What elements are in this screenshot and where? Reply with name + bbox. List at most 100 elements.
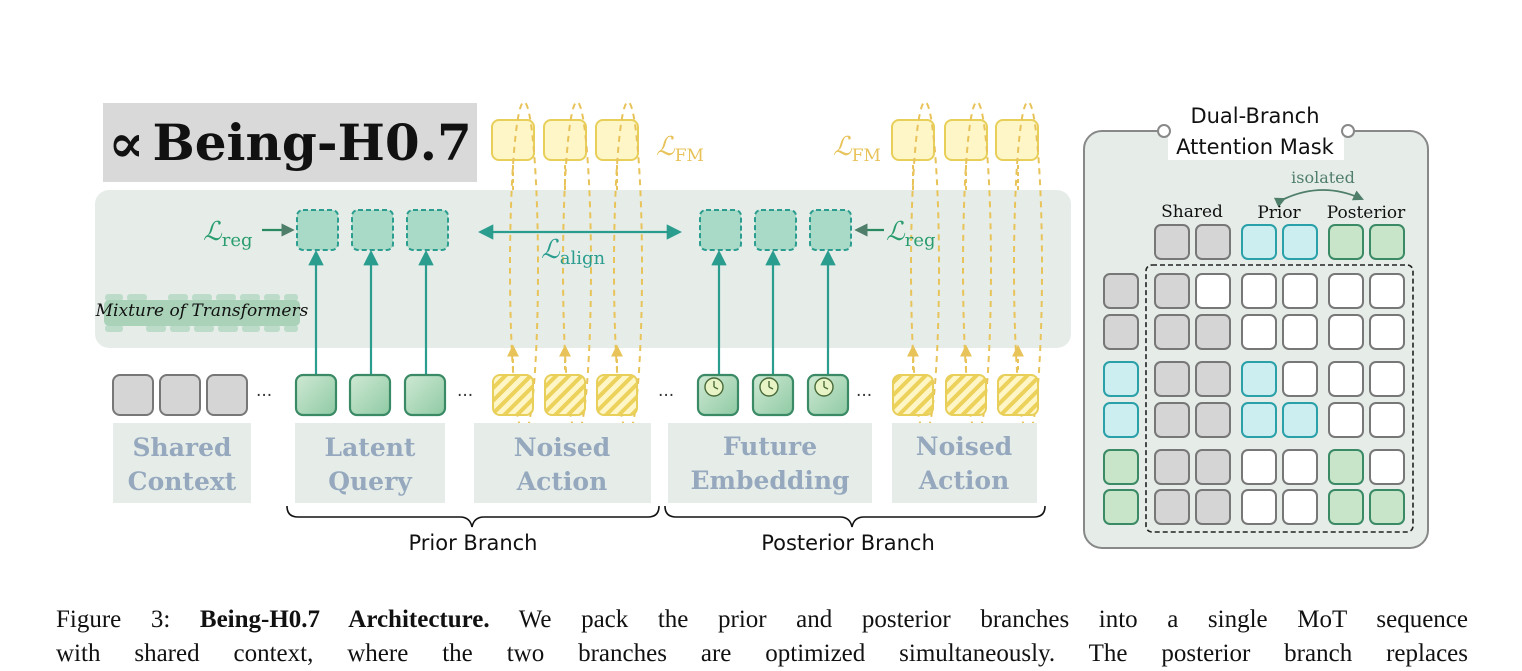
group-label-shared-1: Shared: [133, 433, 232, 462]
mask-cell: [1369, 314, 1405, 350]
group-label-latent-1: Latent: [325, 433, 416, 462]
group-label-boxes: [113, 423, 1037, 503]
clock-icon: [704, 377, 834, 397]
mask-row-header-cell: [1103, 273, 1139, 309]
mask-header-cell: [1282, 224, 1318, 260]
mask-cell: [1154, 489, 1190, 525]
mask-cell: [1195, 449, 1231, 485]
architecture-diagram: Mixture of Transformers ℒFM ℒFM: [95, 101, 1429, 555]
mask-cell: [1328, 449, 1364, 485]
mask-cell: [1241, 402, 1277, 438]
logo-mark: ∝: [108, 110, 145, 175]
mask-cell: [1195, 489, 1231, 525]
mask-row-header-cell: [1103, 402, 1139, 438]
ellipsis-2: ···: [457, 386, 473, 406]
fm-output-tokens-left: [491, 119, 639, 161]
noised-action-tokens-prior: [492, 374, 638, 416]
ellipsis-4: ···: [856, 386, 872, 406]
posterior-brace: [664, 505, 1046, 528]
mask-header-cell: [1328, 224, 1364, 260]
mask-cell: [1195, 314, 1231, 350]
latent-query-tokens: [294, 373, 447, 417]
mask-cell: [1282, 361, 1318, 397]
mask-header-cell: [1369, 224, 1405, 260]
loss-fm-right: ℒFM: [833, 132, 881, 166]
fm-top-dashes: [512, 165, 1019, 192]
mask-cell: [1241, 449, 1277, 485]
loss-align: ℒalign: [541, 235, 606, 269]
col-label-shared: Shared: [1161, 202, 1223, 222]
mask-cell: [1328, 402, 1364, 438]
mask-cell: [1241, 489, 1277, 525]
caption-line-1: Figure 3: Being-H0.7 Architecture. We pa…: [56, 603, 1468, 637]
mask-title-2: Attention Mask: [1176, 135, 1335, 159]
figure-caption: Figure 3: Being-H0.7 Architecture. We pa…: [56, 603, 1468, 671]
mask-cell: [1195, 361, 1231, 397]
group-label-noised2-2: Action: [918, 466, 1010, 495]
loss-reg-right: ℒreg: [886, 217, 936, 251]
mask-cell: [1328, 273, 1364, 309]
mask-cell: [1154, 361, 1190, 397]
fm-output-tokens-right: [891, 119, 1039, 161]
mask-cell: [1369, 449, 1405, 485]
latent-up-arrows: [308, 249, 836, 374]
mask-cell: [1154, 449, 1190, 485]
mask-cell: [1241, 273, 1277, 309]
mask-header-cell: [1241, 224, 1277, 260]
mask-cell: [1241, 361, 1277, 397]
mask-header-cell: [1154, 224, 1190, 260]
mask-cell: [1282, 273, 1318, 309]
ellipsis-3: ···: [658, 386, 674, 406]
loss-fm-left: ℒFM: [656, 132, 704, 166]
mask-cell: [1328, 361, 1364, 397]
caption-label: Figure 3:: [56, 606, 171, 633]
attention-mask-panel: Dual-Branch Attention Mask isolated Shar…: [1083, 104, 1429, 549]
shared-context-tokens: [112, 374, 248, 416]
mask-cell: [1328, 314, 1364, 350]
mask-row-header-cell: [1103, 314, 1139, 350]
col-label-posterior: Posterior: [1327, 203, 1406, 223]
ellipsis-1: ···: [256, 386, 272, 406]
caption-line1-text: We pack the prior and posterior branches…: [518, 606, 1468, 633]
isolated-label: isolated: [1291, 168, 1355, 187]
mask-row-header-cell: [1103, 361, 1139, 397]
mask-header-cell: [1195, 224, 1231, 260]
mask-row-header-cell: [1103, 489, 1139, 525]
mask-row-header-cell: [1103, 449, 1139, 485]
mask-grid: [1103, 224, 1405, 525]
mask-cell: [1369, 402, 1405, 438]
mask-cell: [1195, 273, 1231, 309]
group-label-noised2-1: Noised: [916, 432, 1012, 461]
mask-cell: [1369, 361, 1405, 397]
group-label-future-2: Embedding: [690, 466, 849, 495]
mask-cell: [1369, 489, 1405, 525]
mask-title-1: Dual-Branch: [1190, 104, 1319, 128]
mask-cell: [1282, 402, 1318, 438]
prior-branch-label: Prior Branch: [409, 531, 538, 555]
mask-cell: [1154, 314, 1190, 350]
mask-dashed-box: [1145, 264, 1414, 533]
caption-line-2: with shared context, where the two branc…: [56, 640, 1468, 667]
group-label-noised-1: Noised: [514, 433, 610, 462]
mask-cell: [1328, 489, 1364, 525]
mask-cell: [1282, 489, 1318, 525]
mot-pills: [104, 294, 300, 332]
loss-reg-left: ℒreg: [203, 217, 253, 251]
mask-cell: [1195, 402, 1231, 438]
noised-action-tokens-posterior: [892, 374, 1039, 416]
mask-cell: [1154, 273, 1190, 309]
caption-bold-title: Being-H0.7 Architecture.: [199, 606, 490, 633]
mot-label: Mixture of Transformers: [95, 301, 309, 321]
isolated-arrow: [1273, 189, 1364, 208]
col-label-prior: Prior: [1257, 203, 1301, 223]
fm-up-arrows: [507, 344, 1024, 370]
posterior-branch-label: Posterior Branch: [761, 531, 935, 555]
predicted-latent-tokens: [296, 209, 852, 251]
group-label-noised-2: Action: [516, 467, 608, 496]
mask-cell: [1369, 273, 1405, 309]
mask-cell: [1282, 449, 1318, 485]
group-label-future-1: Future: [723, 432, 817, 461]
group-label-shared-2: Context: [128, 467, 237, 496]
prior-brace: [286, 505, 660, 528]
mask-cell: [1282, 314, 1318, 350]
